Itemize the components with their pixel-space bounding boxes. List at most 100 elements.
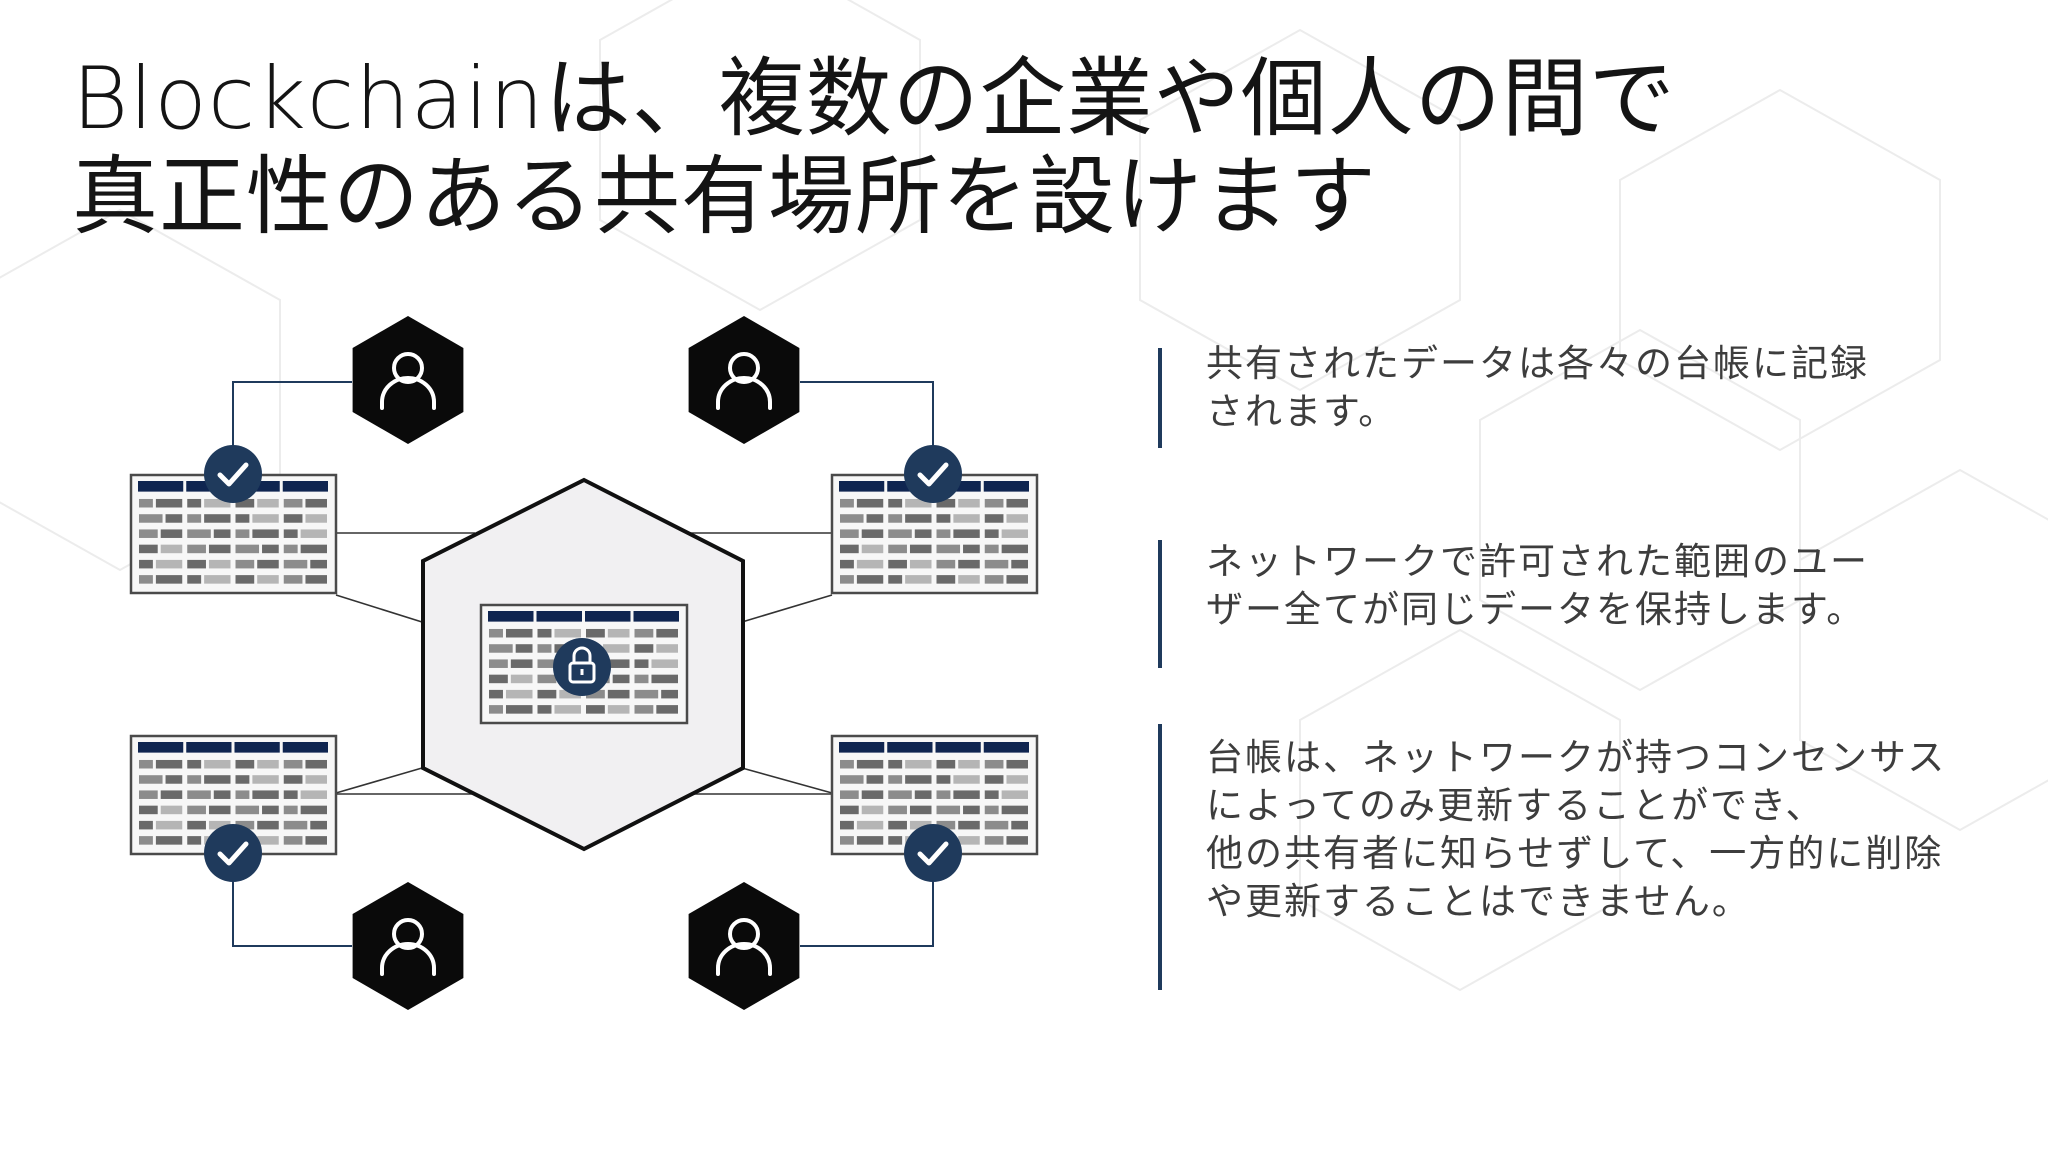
ledger-cell [187, 498, 202, 508]
ledger-cell [165, 775, 183, 784]
ledger-cell [984, 790, 999, 799]
ledger-cell [634, 674, 649, 684]
ledger-cell [840, 775, 864, 784]
ledger-cell [489, 659, 508, 668]
ledger-cell [489, 689, 503, 699]
ledger-cell [537, 705, 552, 714]
ledger-cell [963, 805, 980, 815]
ledger-cell [139, 805, 158, 815]
ledger-cell [208, 820, 231, 830]
ledger-cell [651, 659, 678, 668]
ledger-cell [489, 705, 503, 714]
ledger-cell [861, 790, 884, 799]
title-line-1: Blockchainは、複数の企業や個人の間で [72, 49, 1676, 149]
ledger-cell [155, 820, 183, 830]
ledger-cell [607, 705, 630, 714]
ledger-cell [187, 805, 206, 815]
ledger-cell [634, 659, 649, 668]
ledger-cell [160, 544, 183, 554]
check-badge-bottom-right [904, 824, 962, 882]
ledger-cell [257, 498, 279, 508]
check-badge-circle [904, 824, 962, 882]
ledger-cell [861, 544, 884, 554]
ledger-header-cell [186, 742, 232, 753]
ledger-cell [208, 544, 231, 554]
ledger-cell [252, 514, 279, 523]
ledger-cell [888, 759, 903, 769]
ledger-cell [984, 836, 1004, 845]
check-badge-circle [904, 445, 962, 503]
user-icon [716, 352, 772, 410]
ledger-cell [235, 759, 255, 769]
check-badge-bottom-left [204, 824, 262, 882]
ledger-cell [187, 559, 206, 569]
user-connector-line [232, 853, 352, 947]
ledger-cell [602, 644, 630, 653]
ledger-cell [235, 575, 255, 584]
ledger-header-cell [983, 481, 1029, 492]
ledger-cell [953, 514, 980, 523]
ledger-cell [208, 559, 231, 569]
user-connector-line [232, 381, 352, 475]
user-icon [716, 918, 772, 976]
check-badge-circle [204, 445, 262, 503]
ledger-cell [984, 529, 999, 538]
check-badge-top-right [904, 445, 962, 503]
ledger-cell [537, 689, 557, 699]
ledger-cell [888, 544, 907, 554]
ledger-cell [235, 820, 255, 830]
ledger-cell [204, 775, 231, 784]
ledger-cell [187, 775, 202, 784]
ledger-cell [235, 544, 260, 554]
ledger-header-cell [983, 742, 1029, 753]
point-line: ネットワークで許可された範囲のユー [1206, 540, 1869, 583]
ledger-cell [953, 529, 980, 538]
user-icon-body [716, 942, 772, 976]
user-icon-body [380, 376, 436, 410]
ledger-cell [936, 820, 956, 830]
ledger-cell [187, 820, 206, 830]
ledger-cell [283, 514, 303, 523]
ledger-cell [283, 498, 303, 508]
ledger-cell [252, 790, 279, 799]
accent-bar [1158, 724, 1162, 990]
ledger-cell [1006, 575, 1028, 584]
ledger-cell [634, 689, 659, 699]
ledger-cell [888, 820, 907, 830]
ledger-cell [602, 659, 630, 668]
ledger-header-cell [138, 481, 184, 492]
ledger-cell [505, 689, 533, 699]
ledger-cell [187, 836, 202, 845]
ledger-cell [204, 514, 231, 523]
connector-line [741, 767, 833, 794]
ledger-cell [305, 575, 327, 584]
point-line: 台帳は、ネットワークが持つコンセンサス [1206, 736, 1947, 779]
ledger-header-cell [488, 611, 534, 622]
slide-title: Blockchainは、複数の企業や個人の間で 真正性のある共有場所を設けます [72, 50, 1676, 246]
ledger-cell [283, 820, 308, 830]
ledger-cell [139, 820, 153, 830]
ledger-cell [958, 559, 980, 569]
ledger-cell [1001, 529, 1028, 538]
ledger-header-cell [839, 742, 885, 753]
ledger-cell [283, 759, 303, 769]
user-connector-line [800, 381, 934, 475]
ledger-cell [187, 759, 202, 769]
ledger-cell [300, 529, 327, 538]
ledger-cell [213, 529, 231, 538]
ledger-cell [856, 575, 884, 584]
connector-line [741, 594, 833, 623]
ledger-cell [139, 836, 153, 845]
ledger-cell [139, 790, 158, 799]
ledger-cell [958, 759, 980, 769]
ledger-cell [300, 790, 327, 799]
checkmark-icon [217, 841, 249, 866]
ledger-cell [607, 689, 630, 699]
ledger-cell [856, 498, 884, 508]
ledger-cell [936, 759, 956, 769]
ledger-cell [888, 775, 903, 784]
ledger-cell [936, 529, 951, 538]
ledger-cell [861, 805, 884, 815]
ledger-header-cell [839, 481, 885, 492]
ledger-header-cell [585, 611, 631, 622]
